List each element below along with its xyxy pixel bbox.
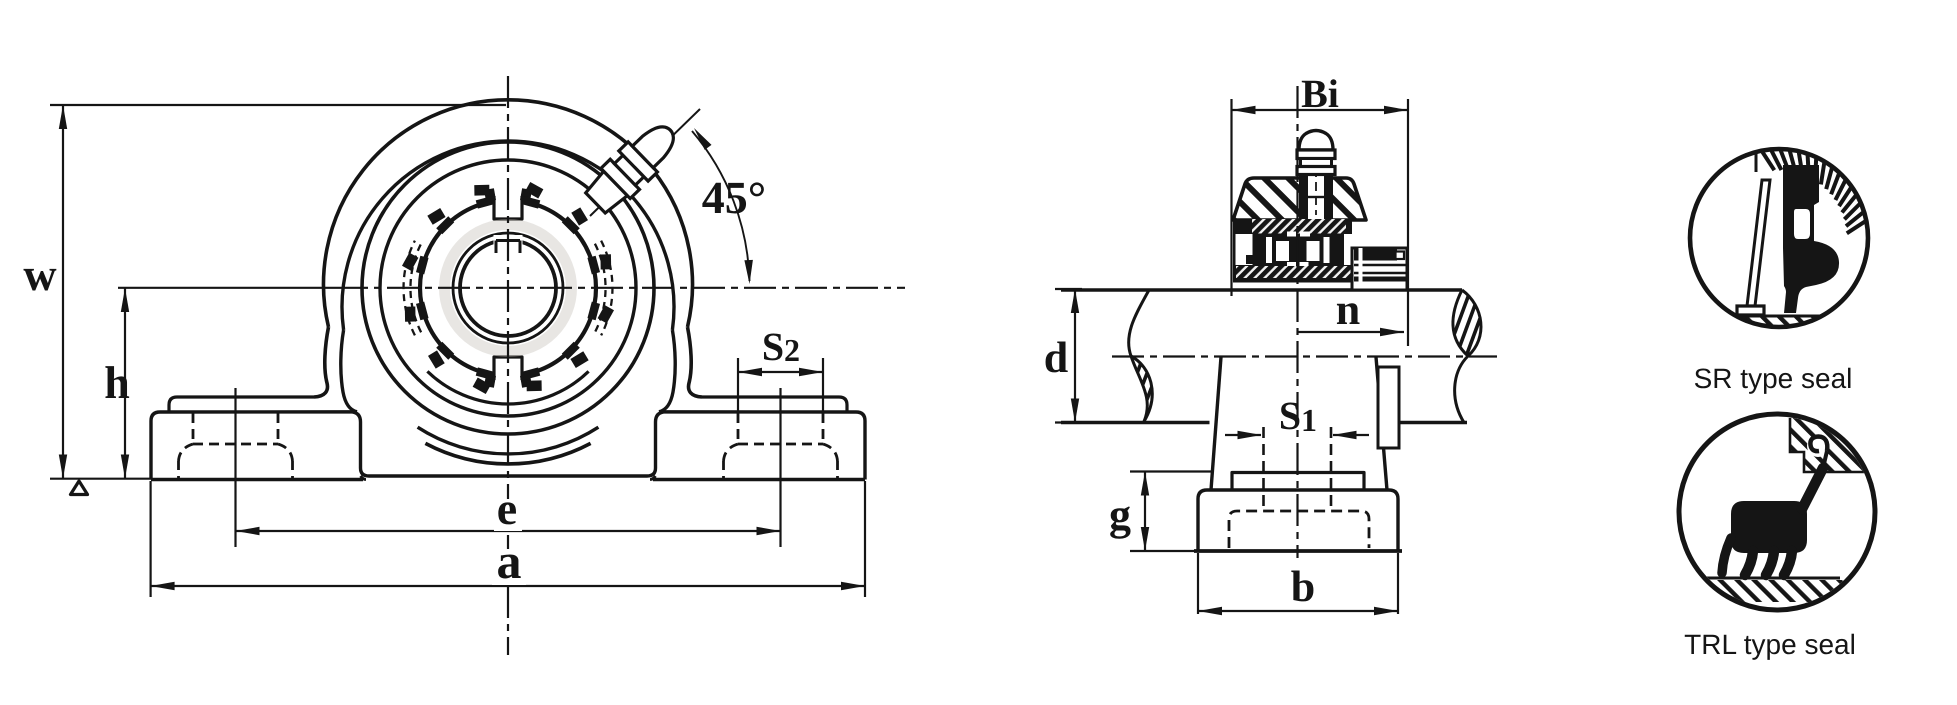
svg-text:S: S	[762, 324, 784, 369]
svg-text:TRL type seal: TRL type seal	[1684, 629, 1856, 660]
svg-text:Bi: Bi	[1301, 71, 1339, 116]
svg-text:2: 2	[784, 332, 800, 368]
svg-text:45°: 45°	[702, 172, 766, 223]
svg-text:e: e	[497, 483, 517, 534]
svg-text:n: n	[1336, 285, 1360, 334]
svg-text:S: S	[1279, 393, 1301, 438]
svg-text:SR type seal: SR type seal	[1694, 363, 1853, 394]
svg-text:b: b	[1291, 562, 1315, 611]
svg-text:g: g	[1109, 490, 1131, 539]
svg-text:h: h	[104, 357, 130, 408]
svg-text:1: 1	[1301, 402, 1317, 438]
svg-text:d: d	[1044, 333, 1068, 382]
svg-text:w: w	[23, 249, 56, 300]
svg-text:a: a	[497, 533, 522, 589]
